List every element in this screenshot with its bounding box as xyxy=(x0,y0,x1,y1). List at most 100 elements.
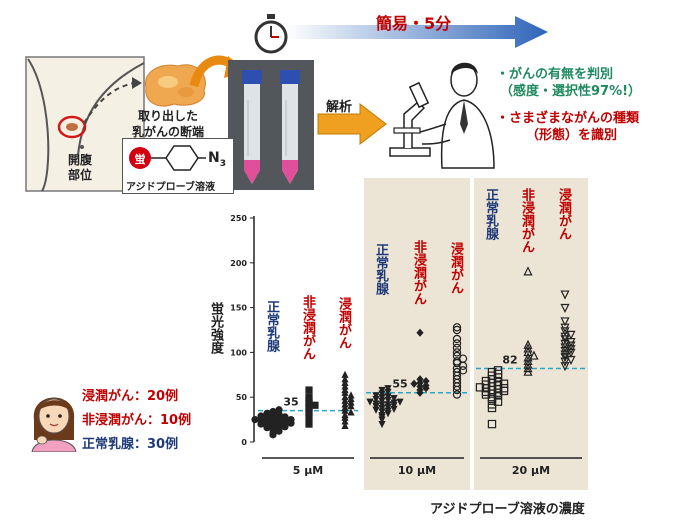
group-label-invasive-5: 浸潤がん xyxy=(336,297,351,349)
data-point xyxy=(341,393,349,401)
data-point xyxy=(499,384,509,393)
data-point xyxy=(347,408,355,416)
data-point xyxy=(566,330,576,340)
data-point xyxy=(566,341,576,351)
data-point xyxy=(523,266,533,276)
data-point xyxy=(493,397,503,406)
group-label-normal-5: 正常乳腺 xyxy=(264,300,279,352)
x-tick-label: 20 μM xyxy=(512,464,550,477)
data-point xyxy=(263,409,271,417)
doctor-avatar xyxy=(31,397,77,452)
data-point xyxy=(493,377,503,387)
result-text: ・がんの有無を判別 （感度・選択性97%!） ・さまざまながんの種類 （形態）を… xyxy=(496,67,642,143)
data-point xyxy=(378,386,386,395)
data-point xyxy=(341,370,349,378)
y-tick-label: 250 xyxy=(230,214,247,223)
data-point xyxy=(560,290,570,300)
data-point xyxy=(305,420,313,428)
scientist-illustration xyxy=(389,62,495,169)
data-point xyxy=(305,393,313,401)
y-tick-label: 0 xyxy=(241,438,247,447)
highlight-panel-1 xyxy=(364,178,470,490)
data-point xyxy=(452,390,462,399)
analysis-arrow xyxy=(317,102,387,146)
data-point xyxy=(452,339,462,348)
y-tick-label: 150 xyxy=(230,304,247,313)
data-point xyxy=(493,366,503,375)
data-point xyxy=(305,386,313,394)
y-tick-label: 50 xyxy=(236,393,248,402)
data-point xyxy=(452,367,462,377)
probe-structure xyxy=(122,138,234,194)
probe-label: アジドプローブ溶液 xyxy=(126,182,215,193)
data-point xyxy=(384,401,392,409)
incision-label: 開腹 部位 xyxy=(68,153,93,182)
x-axis-label: アジドプローブ溶液の濃度 xyxy=(430,502,585,517)
group-label-noninvasive-5: 非浸潤がん xyxy=(300,295,315,360)
data-point xyxy=(410,379,418,388)
data-point xyxy=(311,401,319,409)
data-point xyxy=(372,400,380,408)
analysis-label: 解析 xyxy=(326,100,353,115)
data-point xyxy=(287,416,295,424)
data-point xyxy=(416,375,424,384)
case-invasive: 浸潤がん：20例 xyxy=(82,389,179,404)
data-point xyxy=(560,362,570,372)
data-point xyxy=(390,394,398,403)
data-point xyxy=(305,413,313,421)
data-point xyxy=(523,339,533,349)
data-point xyxy=(458,366,468,375)
data-point xyxy=(384,385,392,393)
tubes-photo xyxy=(228,60,314,190)
data-point xyxy=(422,381,430,390)
data-point xyxy=(523,352,533,362)
stopwatch-icon xyxy=(254,14,288,54)
data-point xyxy=(452,323,462,332)
y-axis-label: 蛍光強度 xyxy=(208,302,223,354)
data-point xyxy=(487,419,497,429)
data-point xyxy=(257,412,265,420)
data-point xyxy=(281,413,289,421)
time-label: 簡易・5分 xyxy=(376,14,452,33)
tumor-image xyxy=(144,64,206,107)
case-noninvasive: 非浸潤がん：10例 xyxy=(82,413,192,428)
data-point xyxy=(341,421,349,429)
probe-badge: 蛍 xyxy=(134,153,146,166)
threshold-label: 82 xyxy=(502,354,517,367)
data-point xyxy=(269,407,277,416)
group-label-invasive-10: 浸潤がん xyxy=(448,242,463,294)
data-point xyxy=(347,391,355,399)
data-point xyxy=(560,332,570,342)
threshold-label: 55 xyxy=(392,378,407,391)
data-point xyxy=(452,348,462,357)
y-tick-label: 100 xyxy=(230,348,247,357)
data-point xyxy=(452,351,462,361)
data-point xyxy=(384,393,392,401)
tumor-label: 取り出した 乳がんの断端 xyxy=(131,109,204,139)
probe-azide: N3 xyxy=(208,150,226,169)
data-point xyxy=(452,334,462,344)
data-point xyxy=(372,392,380,400)
data-point xyxy=(452,343,462,353)
breast-diagram xyxy=(25,56,145,192)
data-point xyxy=(390,399,398,407)
x-tick-label: 5 μM xyxy=(293,464,324,477)
y-tick-label: 200 xyxy=(230,259,247,268)
time-arrow xyxy=(285,16,548,48)
group-label-invasive-20: 浸潤がん xyxy=(556,188,571,240)
data-point xyxy=(452,325,462,335)
data-point xyxy=(499,379,509,388)
data-point xyxy=(275,406,283,414)
case-normal: 正常乳腺：30例 xyxy=(82,437,179,452)
data-point xyxy=(341,411,349,419)
data-point xyxy=(475,383,485,392)
data-point xyxy=(422,376,430,386)
data-point xyxy=(366,398,374,406)
data-point xyxy=(481,376,491,386)
data-point xyxy=(378,420,386,429)
case-counts: 浸潤がん：20例 非浸潤がん：10例 正常乳腺：30例 xyxy=(82,385,191,457)
data-point xyxy=(560,327,570,337)
x-tick-label: 10 μM xyxy=(398,464,436,477)
data-point xyxy=(341,375,349,383)
